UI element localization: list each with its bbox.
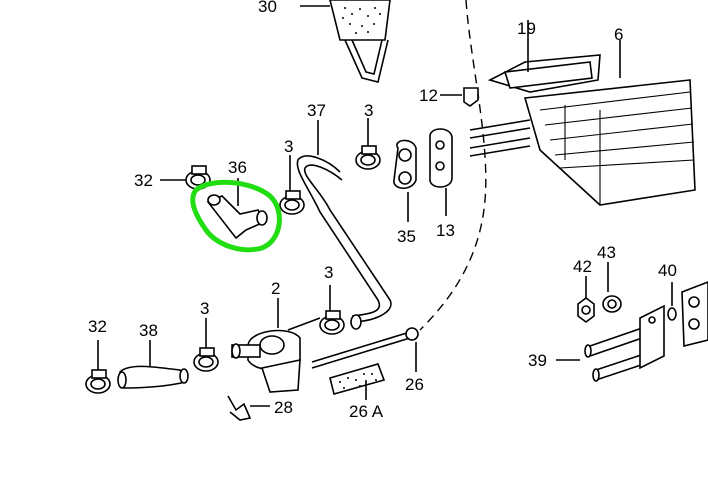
- part-3-clamp-lower-b: [193, 318, 219, 372]
- callout-3: 3: [324, 263, 333, 282]
- callout-13: 13: [436, 221, 455, 240]
- part-3-clamp-lower-a: [319, 285, 345, 335]
- part-42-nut: [577, 276, 595, 323]
- callout-3: 3: [364, 101, 373, 120]
- callout-12: 12: [419, 86, 438, 105]
- part-12-clip: [440, 87, 479, 107]
- part-32-clamp-lower: [85, 340, 111, 394]
- callout-26A: 26 A: [349, 402, 384, 421]
- callout-3: 3: [200, 299, 209, 318]
- callout-32: 32: [88, 317, 107, 336]
- part-39-pipes: [556, 304, 665, 382]
- callout-26: 26: [405, 375, 424, 394]
- part-37-hose: [296, 120, 392, 330]
- callout-2: 2: [271, 279, 280, 298]
- callout-36: 36: [228, 158, 247, 177]
- callout-42: 42: [573, 257, 592, 276]
- callout-37: 37: [307, 101, 326, 120]
- callout-40: 40: [658, 261, 677, 280]
- part-26A-sleeve: [329, 363, 386, 400]
- part-35-grommet: [393, 139, 417, 222]
- part-3-clamp-upper-a: [355, 118, 381, 170]
- part-30-grille: [300, 0, 391, 83]
- part-19-heater-core: [469, 20, 696, 206]
- callout-32: 32: [134, 171, 153, 190]
- part-38-hose: [117, 340, 189, 389]
- part-13-seal: [429, 128, 453, 216]
- part-26-cable: [311, 327, 419, 372]
- callout-28: 28: [274, 398, 293, 417]
- highlight-ring: [190, 179, 282, 253]
- callout-30: 30: [258, 0, 277, 16]
- part-36-elbow-hose: [206, 178, 268, 240]
- part-28-bracket: [227, 395, 270, 421]
- callout-19: 19: [517, 19, 536, 38]
- part-43-washer: [602, 262, 622, 313]
- callout-39: 39: [528, 351, 547, 370]
- callout-6: 6: [614, 25, 623, 44]
- part-3-clamp-upper-b: [279, 155, 305, 215]
- dashed-boundary-line: [419, 0, 487, 331]
- callout-35: 35: [397, 227, 416, 246]
- part-40-flange: [667, 281, 708, 348]
- callout-3: 3: [284, 137, 293, 156]
- part-2-pump: [231, 298, 321, 393]
- callout-43: 43: [597, 243, 616, 262]
- callout-38: 38: [139, 321, 158, 340]
